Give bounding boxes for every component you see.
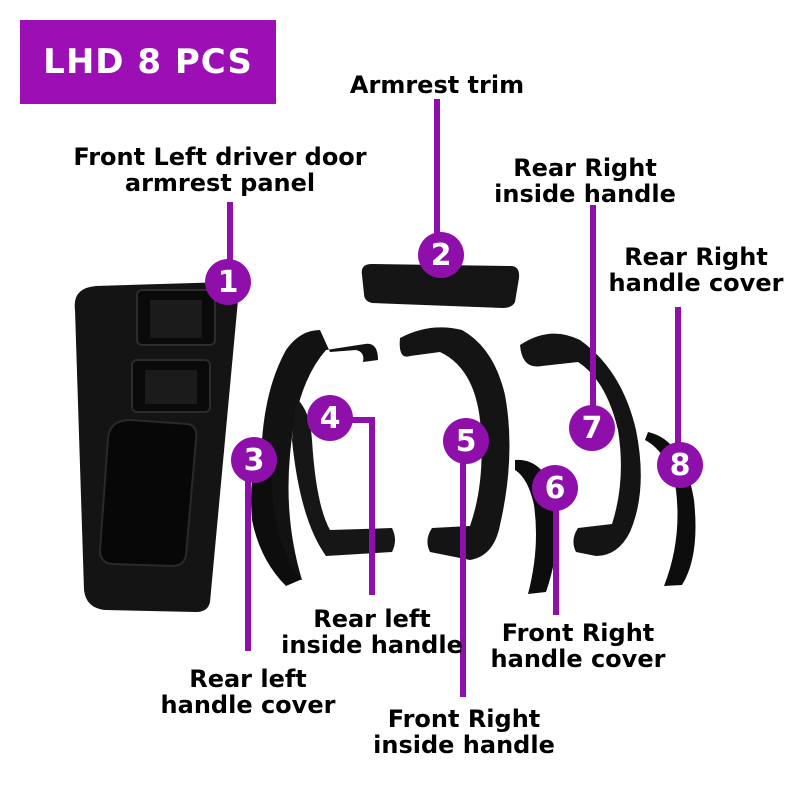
part-label-3: Rear left handle cover [150,666,346,718]
part-label-4-line-2: inside handle [281,631,463,659]
part-label-6-line-2: handle cover [490,645,666,673]
part-label-7-line-2: inside handle [494,180,676,208]
part-label-5-line-2: inside handle [373,731,555,759]
front-right-handle-part [399,327,558,594]
part-label-7-line-1: Rear Right [513,154,657,182]
part-label-8-line-2: handle cover [608,269,784,297]
part-label-5: Front Right inside handle [364,706,564,758]
leader-lines [227,99,681,697]
part-label-4: Rear left inside handle [274,606,470,658]
part-number-8: 8 [657,442,703,488]
part-label-3-line-1: Rear left [189,665,307,693]
part-label-6-line-1: Front Right [501,619,655,647]
part-label-2-line-1: Armrest trim [349,71,525,99]
part-number-4: 4 [307,395,353,441]
part-label-1: Front Left driver door armrest panel [40,144,400,196]
part-number-3: 3 [231,437,277,483]
armrest-panel-part [74,282,239,612]
leader-line-4 [347,417,375,595]
part-number-2: 2 [418,232,464,278]
part-number-5: 5 [443,418,489,464]
part-label-8-line-1: Rear Right [624,243,768,271]
part-number-1: 1 [205,259,251,305]
lhd-count-badge: LHD 8 PCS [20,20,276,104]
part-number-6: 6 [532,465,578,511]
part-label-2: Armrest trim [337,72,537,98]
part-label-5-line-1: Front Right [387,705,541,733]
armrest-trim-part [361,264,520,308]
part-label-8: Rear Right handle cover [598,244,794,296]
part-number-7: 7 [569,405,615,451]
part-label-3-line-2: handle cover [160,691,336,719]
part-label-6: Front Right handle cover [480,620,676,672]
part-label-1-line-2: armrest panel [124,169,316,197]
part-label-4-line-1: Rear left [313,605,431,633]
part-label-1-line-1: Front Left driver door [73,143,367,171]
part-label-7: Rear Right inside handle [490,155,680,207]
